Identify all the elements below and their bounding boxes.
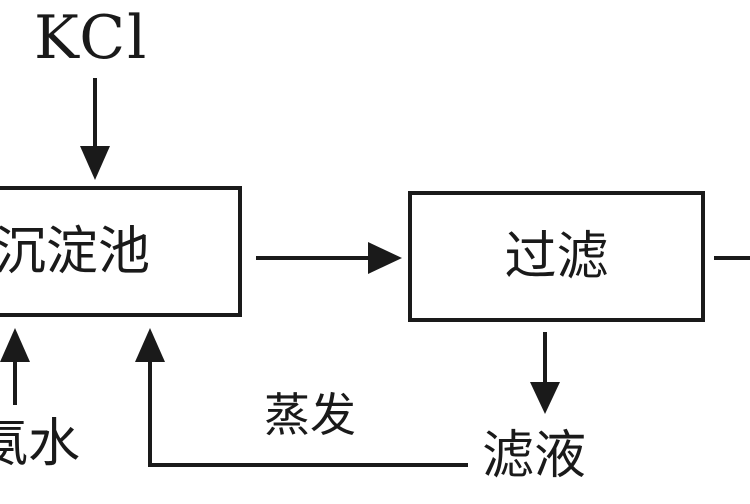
kcl-arrow-head — [80, 146, 110, 180]
tank-to-filter-head — [368, 242, 402, 274]
filtration-label: 过滤 — [504, 226, 609, 287]
kcl-label: KCl — [34, 3, 149, 73]
evaporation-return-head — [135, 328, 165, 362]
evaporation-return-line — [148, 360, 468, 467]
evaporation-label: 蒸发 — [264, 388, 356, 442]
filtration-box — [408, 191, 705, 322]
sedimentation-tank-label: 沉淀池 — [0, 221, 151, 282]
sedimentation-tank-box — [0, 186, 242, 317]
filter-to-filtrate-head — [530, 382, 560, 414]
ammonia-arrow-head — [0, 328, 30, 362]
filtrate-label: 滤液 — [482, 426, 587, 486]
ammonia-label: 氨水 — [0, 414, 81, 474]
